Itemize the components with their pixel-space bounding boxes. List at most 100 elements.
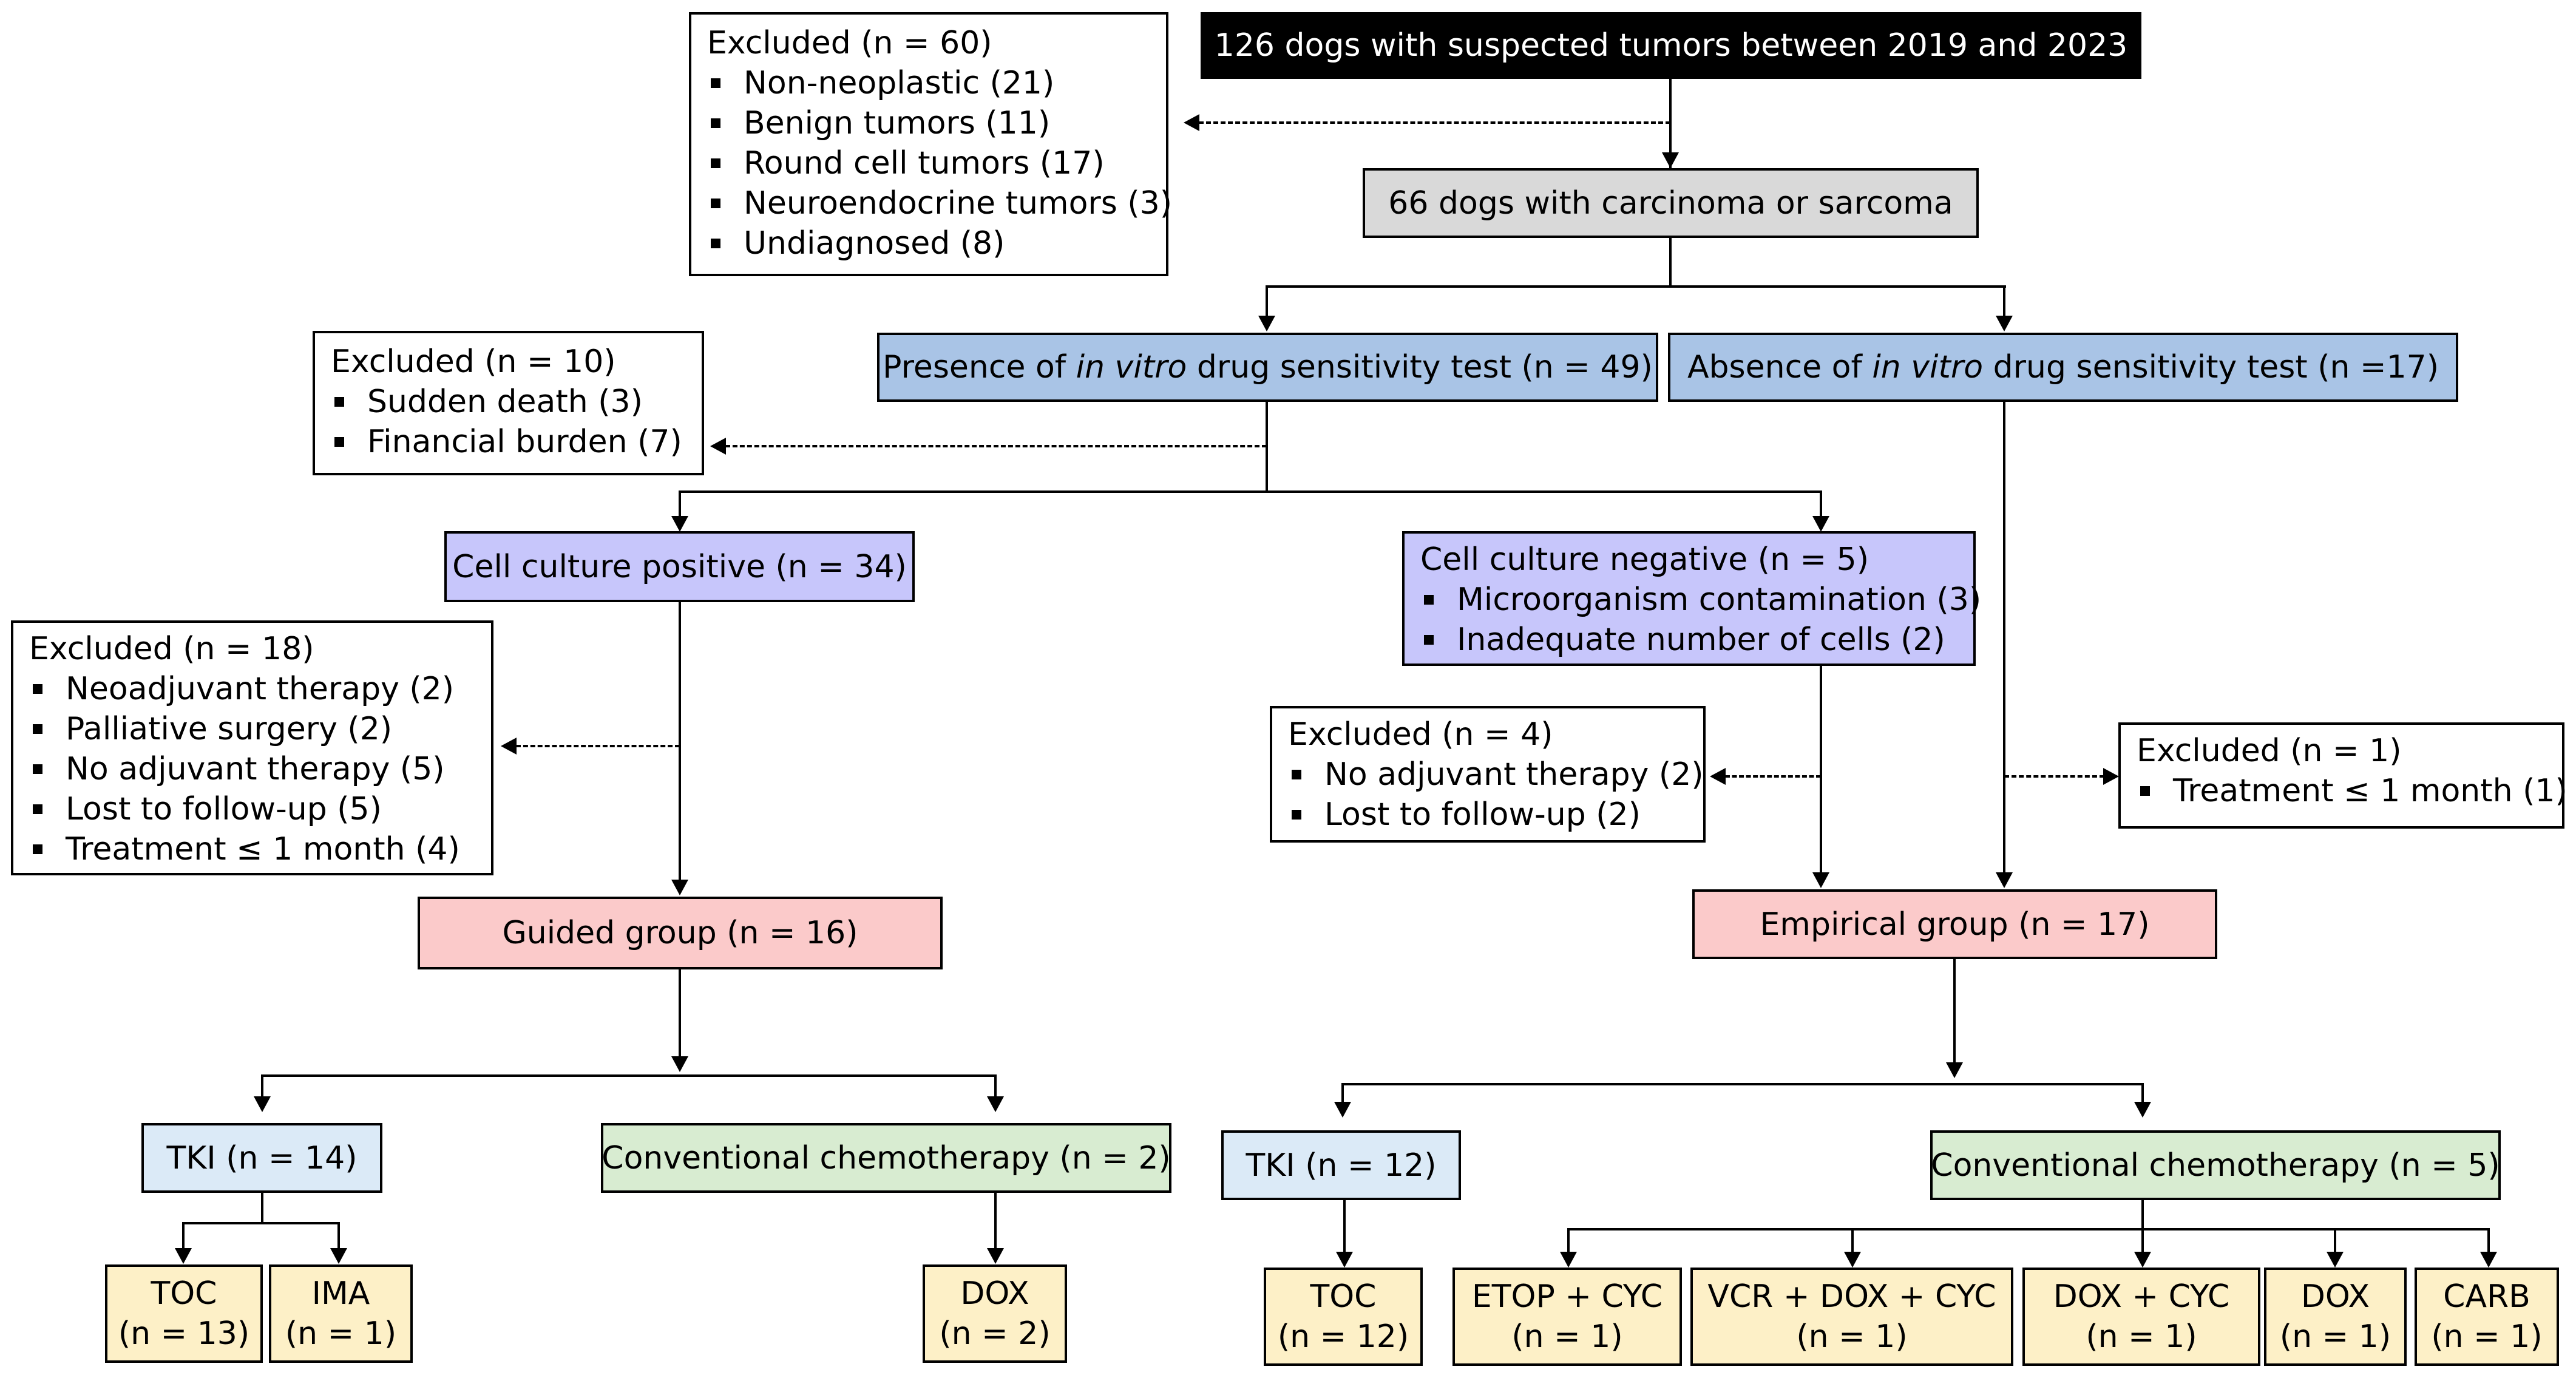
connector-line <box>2334 1228 2336 1255</box>
connector-line <box>679 490 681 521</box>
connector-line <box>1567 1228 2490 1230</box>
arrowhead <box>671 516 688 532</box>
absence-test-box: Absence of in vitro drug sensitivity tes… <box>1668 333 2458 402</box>
excluded-10-box: Excluded (n = 10) Sudden death (3) Finan… <box>313 331 704 475</box>
excluded-60-item: Neuroendocrine tumors (3) <box>707 183 1172 223</box>
empirical-tki-label: TKI (n = 12) <box>1246 1147 1437 1184</box>
excluded-1-box: Excluded (n = 1) Treatment ≤ 1 month (1) <box>2118 722 2568 829</box>
culture-negative-title: Cell culture negative (n = 5) <box>1420 541 1869 578</box>
connector-line <box>1341 1083 1344 1104</box>
connector-line <box>2141 1200 2144 1229</box>
connector-line <box>679 602 681 881</box>
guided-group-label: Guided group (n = 16) <box>502 915 858 951</box>
arrowhead <box>1336 1252 1353 1268</box>
culture-positive-label: Cell culture positive (n = 34) <box>452 548 907 585</box>
guided-tki-box: TKI (n = 14) <box>141 1123 382 1193</box>
connector-line <box>182 1222 340 1224</box>
arrowhead <box>2134 1252 2151 1268</box>
arrowhead <box>987 1248 1004 1264</box>
arrowhead <box>1996 316 2013 331</box>
carcinoma-sarcoma-label: 66 dogs with carcinoma or sarcoma <box>1388 185 1953 222</box>
connector-line <box>1567 1228 1570 1255</box>
connector-line <box>2141 1083 2144 1104</box>
connector-line <box>1669 79 1672 168</box>
presence-test-box: Presence of in vitro drug sensitivity te… <box>877 333 1658 402</box>
connector-line <box>679 969 681 1067</box>
arrowhead <box>1184 114 1199 131</box>
connector-line <box>1820 666 1822 872</box>
arrowhead <box>254 1096 271 1112</box>
empirical-conventional-label: Conventional chemotherapy (n = 5) <box>1931 1147 2500 1184</box>
dashed-connector <box>1199 121 1670 124</box>
dashed-connector <box>516 745 680 747</box>
connector-line <box>261 1074 263 1099</box>
excluded-60-item: Benign tumors (11) <box>707 103 1150 143</box>
connector-line <box>2141 1228 2144 1255</box>
excluded-60-box: Excluded (n = 60) Non-neoplastic (21) Be… <box>689 12 1172 276</box>
connector-line <box>182 1222 185 1258</box>
guided-tki-label: TKI (n = 14) <box>166 1139 358 1176</box>
leaf-drug: ETOP + CYC <box>1471 1278 1663 1315</box>
excluded-10-item: Financial burden (7) <box>331 422 686 462</box>
arrowhead <box>2103 768 2119 785</box>
leaf-count: (n = 1) <box>1796 1319 1908 1355</box>
connector-line <box>1851 1228 1854 1255</box>
leaf-drug: TOC <box>151 1275 217 1312</box>
excluded-60-title: Excluded (n = 60) <box>707 25 992 61</box>
leaf-drug: TOC <box>1310 1278 1377 1315</box>
leaf-drug: VCR + DOX + CYC <box>1707 1278 1996 1315</box>
excluded-18-item: Lost to follow-up (5) <box>29 789 475 829</box>
leaf-toc-guided: TOC (n = 13) <box>105 1264 263 1363</box>
excluded-18-item: Neoadjuvant therapy (2) <box>29 669 475 709</box>
arrowhead <box>710 438 726 455</box>
start-label: 126 dogs with suspected tumors between 2… <box>1214 27 2128 64</box>
excluded-4-item: Lost to follow-up (2) <box>1288 795 1687 835</box>
arrowhead <box>1662 152 1679 168</box>
carcinoma-sarcoma-box: 66 dogs with carcinoma or sarcoma <box>1363 168 1979 238</box>
leaf-drug: DOX <box>2300 1278 2370 1315</box>
culture-negative-item: Microorganism contamination (3) <box>1420 580 1981 620</box>
dashed-connector <box>1725 775 1821 778</box>
excluded-18-item: Treatment ≤ 1 month (4) <box>29 829 475 869</box>
presence-test-label: Presence of in vitro drug sensitivity te… <box>883 349 1653 385</box>
arrowhead <box>1258 316 1275 331</box>
arrowhead <box>671 880 688 895</box>
excluded-60-item: Non-neoplastic (21) <box>707 63 1150 103</box>
excluded-4-item: No adjuvant therapy (2) <box>1288 755 1704 795</box>
leaf-count: (n = 1) <box>2279 1319 2391 1355</box>
arrowhead <box>1812 872 1829 888</box>
connector-line <box>1266 402 1268 492</box>
connector-line <box>2003 285 2005 316</box>
excluded-18-item: No adjuvant therapy (5) <box>29 749 475 789</box>
connector-line <box>337 1222 340 1258</box>
arrowhead <box>1844 1252 1861 1268</box>
connector-line <box>1820 490 1822 521</box>
leaf-carb: CARB (n = 1) <box>2415 1268 2559 1366</box>
empirical-group-box: Empirical group (n = 17) <box>1692 889 2217 959</box>
dashed-connector <box>725 445 1267 447</box>
guided-group-box: Guided group (n = 16) <box>418 897 943 969</box>
connector-line <box>1343 1200 1346 1261</box>
connector-line <box>679 490 1822 493</box>
arrowhead <box>2480 1252 2497 1268</box>
arrowhead <box>501 738 517 755</box>
excluded-18-box: Excluded (n = 18) Neoadjuvant therapy (2… <box>11 620 493 875</box>
start-box: 126 dogs with suspected tumors between 2… <box>1201 12 2141 79</box>
culture-negative-box: Cell culture negative (n = 5) Microorgan… <box>1402 531 1981 666</box>
arrowhead <box>1946 1062 1963 1078</box>
leaf-count: (n = 1) <box>2431 1319 2543 1355</box>
leaf-dox-empirical: DOX (n = 1) <box>2264 1268 2407 1366</box>
arrowhead <box>1812 516 1829 532</box>
excluded-4-title: Excluded (n = 4) <box>1288 716 1553 753</box>
connector-line <box>1953 959 1956 1068</box>
connector-line <box>1266 285 1268 316</box>
leaf-vcr-dox-cyc: VCR + DOX + CYC (n = 1) <box>1690 1268 2013 1366</box>
leaf-ima-guided: IMA (n = 1) <box>269 1264 413 1363</box>
arrowhead <box>1334 1102 1351 1118</box>
empirical-tki-box: TKI (n = 12) <box>1221 1130 1461 1200</box>
excluded-18-item: Palliative surgery (2) <box>29 709 475 749</box>
excluded-10-title: Excluded (n = 10) <box>331 344 616 380</box>
connector-line <box>1266 285 2006 288</box>
arrowhead <box>175 1248 192 1264</box>
arrowhead <box>1996 872 2013 888</box>
